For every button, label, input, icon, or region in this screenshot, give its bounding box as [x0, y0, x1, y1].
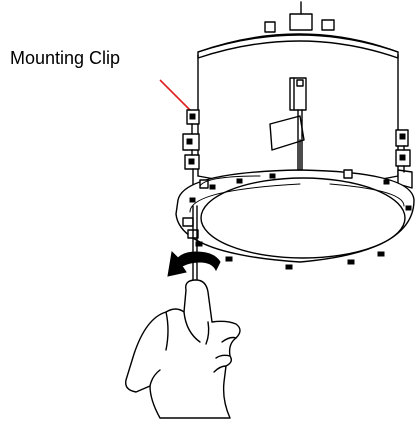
rotation-arrow-icon	[167, 250, 221, 277]
hand-icon	[125, 279, 241, 419]
mounting-clip-icon	[395, 129, 413, 189]
trim-ring-icon	[175, 169, 415, 270]
mounting-clip-icon	[182, 109, 200, 197]
callout-leader-line	[159, 79, 193, 113]
housing-icon	[197, 1, 399, 197]
mounting-clip-label: Mounting Clip	[10, 48, 121, 68]
